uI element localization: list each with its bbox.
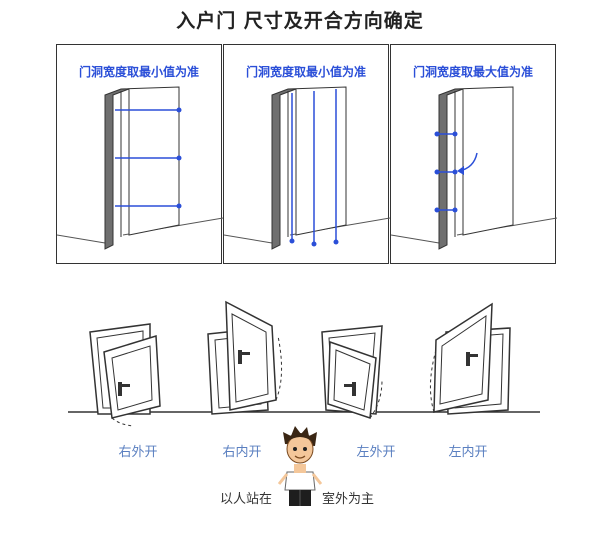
door-label-right-outward: 右外开 — [118, 445, 158, 460]
panel-caption: 门洞宽度取最小值为准 — [245, 65, 366, 79]
panel-caption: 门洞宽度取最小值为准 — [78, 65, 199, 79]
door-label-left-outward: 左外开 — [356, 445, 396, 460]
door-opening-vertical-diagram — [224, 86, 390, 250]
door-wall-thickness-diagram — [391, 86, 557, 250]
panel-caption: 门洞宽度取最大值为准 — [412, 65, 533, 79]
panel-width-min-horizontal: 门洞宽度取最小值为准 — [56, 44, 223, 264]
panel-width-max: 门洞宽度取最大值为准 — [390, 44, 557, 264]
door-opening-horizontal-diagram — [57, 86, 223, 250]
panel-width-min-vertical: 门洞宽度取最小值为准 — [223, 44, 390, 264]
note-left: 以人站在 — [220, 492, 273, 507]
door-direction-scene — [68, 300, 540, 427]
door-right-inward — [207, 300, 283, 415]
door-label-left-inward: 左内开 — [448, 445, 488, 460]
door-left-outward — [321, 325, 383, 420]
door-left-inward — [430, 302, 511, 415]
door-right-outward — [89, 323, 161, 427]
page-title: 入户门 尺寸及开合方向确定 — [176, 10, 424, 32]
note-right: 室外为主 — [322, 492, 375, 507]
person-icon — [277, 426, 323, 506]
door-label-right-inward: 右内开 — [222, 445, 262, 460]
